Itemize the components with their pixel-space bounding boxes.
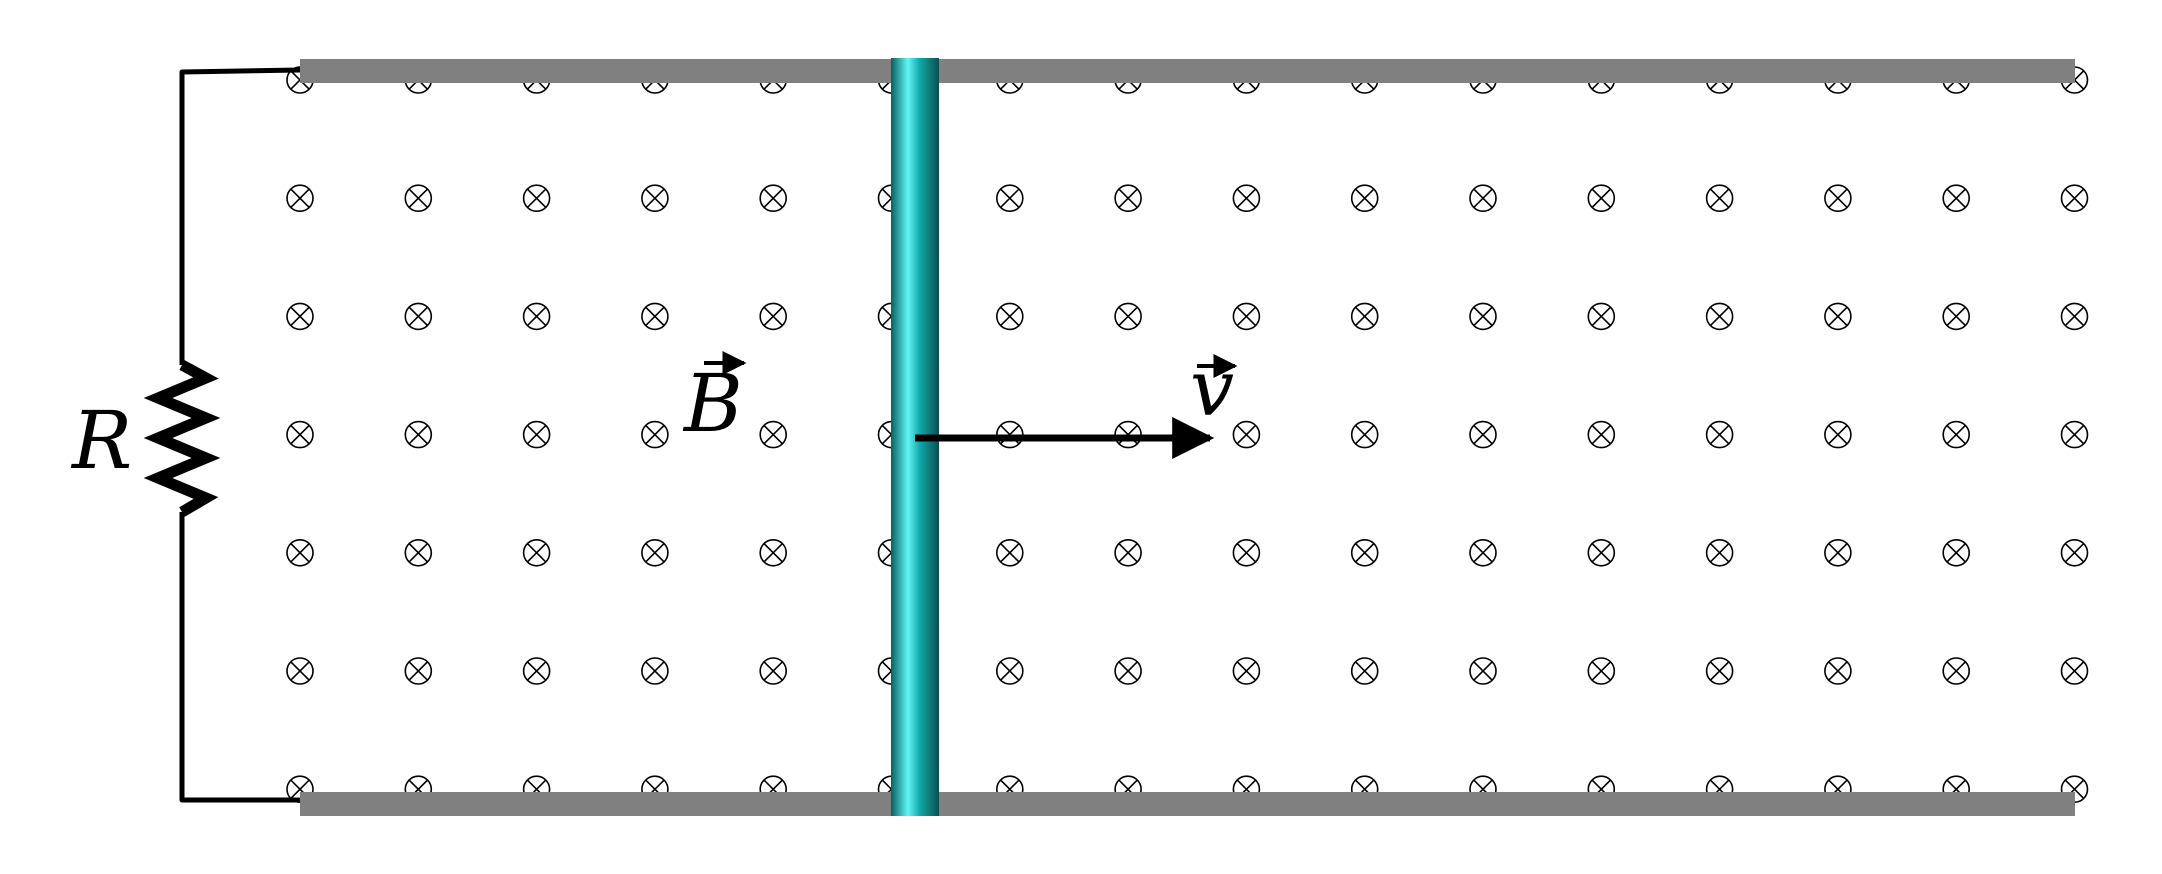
field-symbol xyxy=(404,184,433,212)
field-symbol xyxy=(1942,184,1970,212)
field-symbol xyxy=(1232,657,1261,685)
field-symbol xyxy=(522,657,551,685)
field-symbol xyxy=(1942,538,1970,567)
field-symbol xyxy=(1232,302,1261,331)
bottom-rail xyxy=(300,792,2075,816)
field-symbol xyxy=(995,538,1024,567)
field-symbol xyxy=(759,302,788,331)
field-symbol xyxy=(641,420,669,449)
field-symbol xyxy=(1824,302,1852,331)
field-symbol xyxy=(1824,538,1852,567)
field-symbol xyxy=(1587,302,1616,331)
field-symbol xyxy=(759,420,788,449)
velocity-label: v xyxy=(1190,344,1234,434)
field-symbol xyxy=(995,302,1024,331)
field-symbol xyxy=(1232,420,1261,449)
field-symbol xyxy=(759,657,788,685)
field-symbol xyxy=(1942,657,1970,685)
field-symbol xyxy=(1705,184,1734,212)
field-symbol xyxy=(404,538,433,567)
field-symbol xyxy=(1469,302,1497,331)
field-symbol xyxy=(1350,657,1379,685)
field-label: B xyxy=(682,357,743,450)
field-symbol xyxy=(1114,538,1142,567)
field-symbol xyxy=(404,302,433,331)
field-symbol xyxy=(995,184,1024,212)
field-symbol xyxy=(522,420,551,449)
field-symbol xyxy=(2060,538,2089,567)
field-label-group: B xyxy=(682,351,747,450)
field-symbol xyxy=(1469,657,1497,685)
field-symbol xyxy=(1705,302,1734,331)
field-symbol xyxy=(1469,184,1497,212)
field-symbol xyxy=(1705,420,1734,449)
field-symbol xyxy=(1350,302,1379,331)
field-symbol xyxy=(1114,657,1142,685)
field-symbol xyxy=(1705,538,1734,567)
field-symbol xyxy=(1587,657,1616,685)
field-symbol xyxy=(1114,184,1142,212)
field-symbol xyxy=(2060,302,2089,331)
field-symbol xyxy=(1587,184,1616,212)
field-symbol xyxy=(759,538,788,567)
field-symbol xyxy=(1942,302,1970,331)
field-symbol xyxy=(1587,538,1616,567)
velocity-label-group: v xyxy=(1190,344,1238,434)
field-symbol xyxy=(286,538,314,567)
field-symbol xyxy=(2060,657,2089,685)
field-symbol xyxy=(1469,420,1497,449)
circuit-wire xyxy=(179,67,301,803)
field-symbol xyxy=(286,657,314,685)
resistor-zigzag xyxy=(143,360,221,517)
field-symbol xyxy=(1350,184,1379,212)
field-symbol xyxy=(2060,184,2089,212)
field-symbol xyxy=(1232,184,1261,212)
field-symbol xyxy=(1824,657,1852,685)
field-symbol xyxy=(1705,657,1734,685)
field-symbol xyxy=(522,538,551,567)
field-symbol xyxy=(286,420,314,449)
field-symbol xyxy=(522,302,551,331)
field-symbol xyxy=(522,184,551,212)
field-symbol xyxy=(286,184,314,212)
field-symbol xyxy=(1942,420,1970,449)
field-symbol xyxy=(641,302,669,331)
top-rail xyxy=(300,59,2075,83)
field-symbol xyxy=(641,657,669,685)
field-symbol xyxy=(641,184,669,212)
field-symbol xyxy=(995,657,1024,685)
field-symbol xyxy=(1232,538,1261,567)
field-symbol xyxy=(404,420,433,449)
field-symbol xyxy=(759,184,788,212)
field-symbol xyxy=(1350,420,1379,449)
field-symbol xyxy=(1587,420,1616,449)
field-symbol xyxy=(641,538,669,567)
field-symbol xyxy=(1469,538,1497,567)
field-symbol xyxy=(1824,184,1852,212)
field-symbol xyxy=(1114,302,1142,331)
field-symbol xyxy=(1350,538,1379,567)
field-symbol xyxy=(404,657,433,685)
field-symbol xyxy=(286,302,314,331)
field-symbol xyxy=(2060,420,2089,449)
resistor-label: R xyxy=(70,394,132,487)
field-symbol xyxy=(1824,420,1852,449)
